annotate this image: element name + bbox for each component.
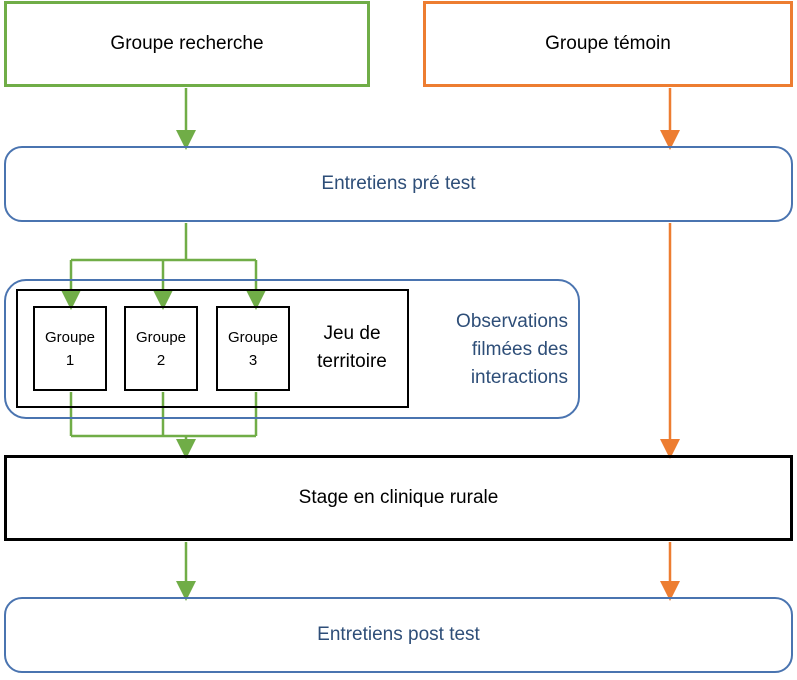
entretiens-post-test-label: Entretiens post test bbox=[317, 624, 480, 645]
jeu-label-line-1: Jeu de bbox=[323, 323, 381, 344]
observations-container bbox=[4, 279, 580, 419]
jeu-label-line-2: territoire bbox=[317, 351, 387, 372]
stage-clinique-label: Stage en clinique rurale bbox=[298, 487, 499, 508]
groupe-3-box: Groupe 3 bbox=[216, 306, 290, 391]
groupe-recherche-box: Groupe recherche bbox=[4, 1, 370, 87]
groupe-2-box: Groupe 2 bbox=[124, 306, 198, 391]
groupe-3-number: 3 bbox=[248, 351, 258, 369]
groupe-temoin-box: Groupe témoin bbox=[423, 1, 793, 87]
groupe-3-label: Groupe bbox=[227, 328, 279, 346]
stage-clinique-box: Stage en clinique rurale bbox=[4, 455, 793, 541]
jeu-de-territoire-frame bbox=[16, 289, 409, 408]
observations-line-1: Observations bbox=[456, 311, 568, 332]
entretiens-post-test-box: Entretiens post test bbox=[4, 597, 793, 673]
groupe-1-number: 1 bbox=[65, 351, 75, 369]
entretiens-pre-test-label: Entretiens pré test bbox=[321, 173, 476, 194]
observations-line-3: interactions bbox=[470, 367, 568, 388]
observations-label: Observations filmées des interactions bbox=[420, 306, 568, 394]
groupe-2-number: 2 bbox=[156, 351, 166, 369]
entretiens-pre-test-box: Entretiens pré test bbox=[4, 146, 793, 222]
groupe-temoin-label: Groupe témoin bbox=[545, 33, 671, 54]
groupe-recherche-label: Groupe recherche bbox=[110, 33, 264, 54]
groupe-1-box: Groupe 1 bbox=[33, 306, 107, 391]
jeu-de-territoire-label: Jeu de territoire bbox=[300, 318, 404, 378]
groupe-2-label: Groupe bbox=[135, 328, 187, 346]
observations-line-2: filmées des bbox=[471, 339, 568, 360]
groupe-1-label: Groupe bbox=[44, 328, 96, 346]
